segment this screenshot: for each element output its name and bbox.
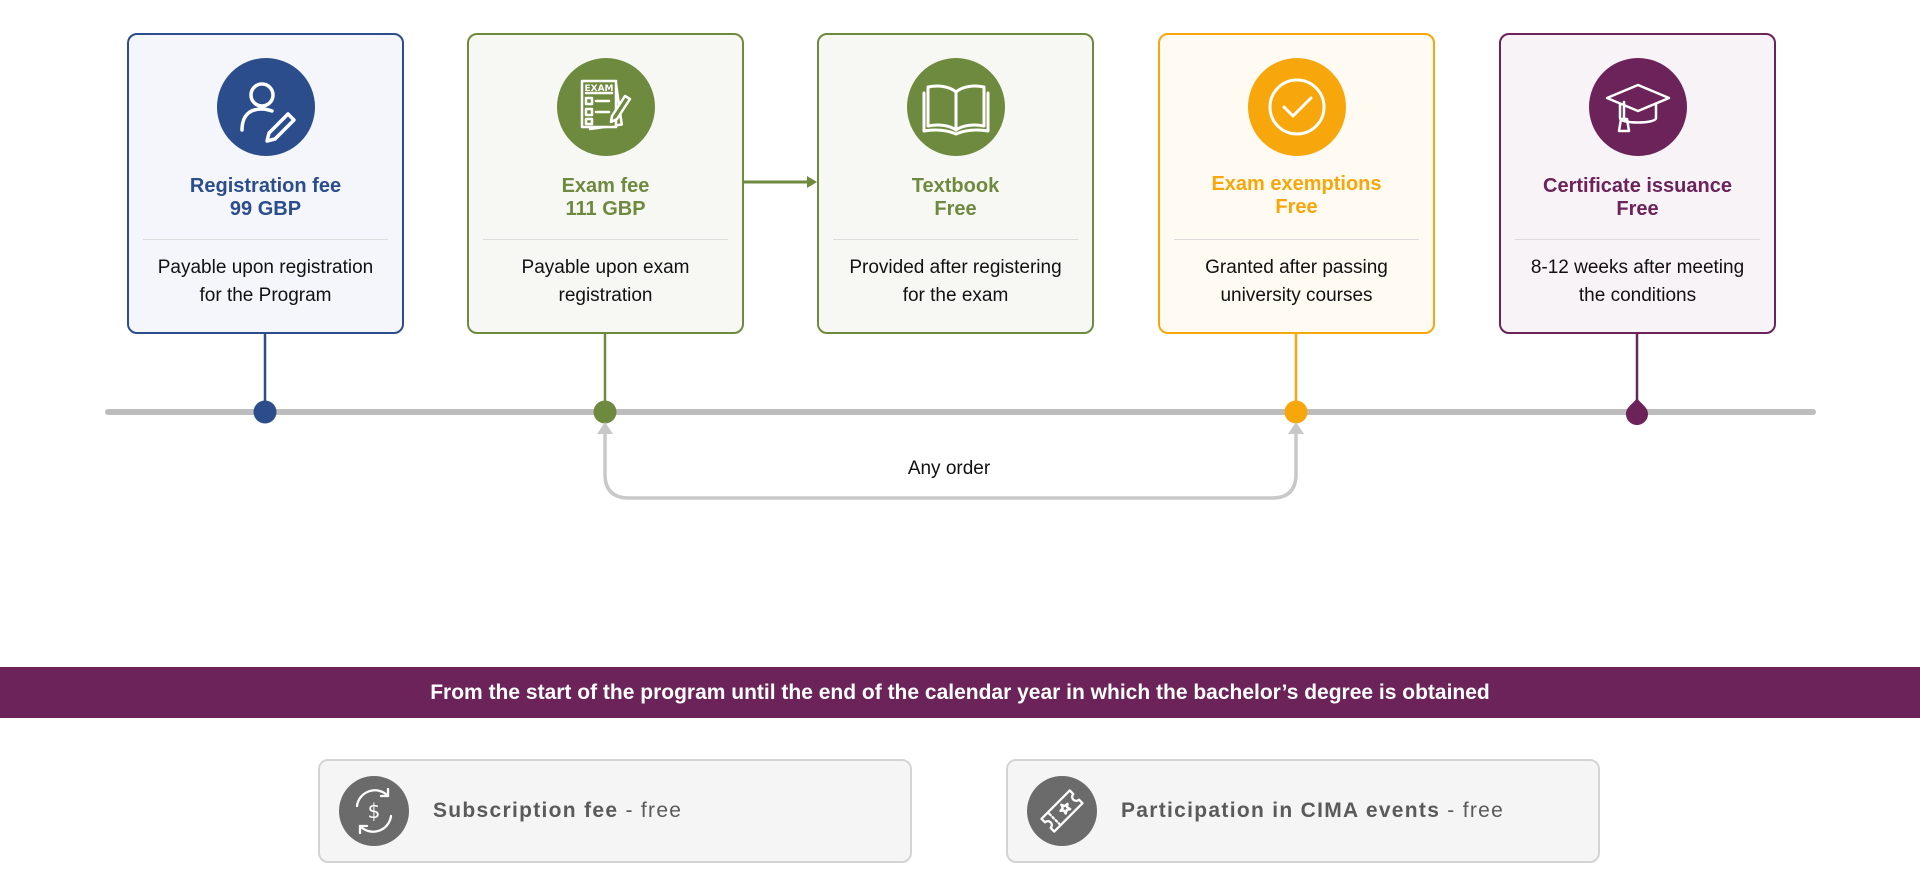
timeline-dot-exam-fee bbox=[593, 400, 617, 424]
card-divider bbox=[1174, 239, 1419, 240]
any-order-arrowhead-left bbox=[597, 422, 613, 434]
card-description: Payable upon registration for the Progra… bbox=[139, 254, 392, 310]
card-title: Registration fee 99 GBP bbox=[129, 175, 402, 221]
step-card-registration-fee: Registration fee 99 GBP Payable upon reg… bbox=[127, 33, 404, 334]
feature-cima-events: Participation in CIMA events - free bbox=[1006, 759, 1600, 863]
item-price: Free bbox=[1275, 196, 1318, 218]
card-title: Certificate issuance Free bbox=[1501, 175, 1774, 221]
program-duration-banner: From the start of the program until the … bbox=[0, 667, 1920, 718]
exam-to-textbook-arrowhead bbox=[807, 176, 817, 188]
item-price: Free bbox=[1616, 198, 1659, 220]
exam-paper-icon: EXAM bbox=[556, 58, 655, 156]
item-price: Free bbox=[934, 198, 977, 220]
fee-name: Registration fee bbox=[189, 175, 342, 197]
fee-amount: 111 GBP bbox=[565, 198, 646, 220]
card-divider bbox=[483, 239, 728, 240]
card-description: Granted after passing university courses bbox=[1170, 254, 1423, 310]
timeline-dot-exemptions bbox=[1284, 400, 1308, 424]
feature-label: Subscription fee bbox=[433, 799, 619, 822]
card-description: Provided after registering for the exam bbox=[829, 254, 1082, 310]
step-card-exam-fee: EXAM Exam fee 111 GBP Payable upon exam … bbox=[467, 33, 744, 334]
card-title: Exam fee 111 GBP bbox=[469, 175, 742, 221]
step-card-exam-exemptions: Exam exemptions Free Granted after passi… bbox=[1158, 33, 1435, 334]
graduation-cap-icon bbox=[1588, 58, 1687, 156]
feature-text: Subscription fee - free bbox=[433, 799, 682, 823]
fee-name: Exam fee bbox=[561, 175, 650, 197]
fee-amount: 99 GBP bbox=[229, 198, 302, 220]
timeline-dot-certificate bbox=[1626, 398, 1648, 425]
user-edit-icon bbox=[216, 58, 315, 156]
item-name: Exam exemptions bbox=[1211, 173, 1382, 195]
description-line: registration bbox=[558, 285, 653, 306]
description-line: Payable upon registration bbox=[157, 257, 374, 278]
feature-text: Participation in CIMA events - free bbox=[1121, 799, 1504, 823]
card-title: Exam exemptions Free bbox=[1160, 173, 1433, 219]
timeline-dot-registration bbox=[253, 400, 277, 424]
description-line: for the exam bbox=[902, 285, 1009, 306]
card-divider bbox=[143, 239, 388, 240]
feature-label: Participation in CIMA events bbox=[1121, 799, 1441, 822]
item-name: Textbook bbox=[911, 175, 1000, 197]
card-divider bbox=[833, 239, 1078, 240]
description-line: for the Program bbox=[199, 285, 332, 306]
step-card-certificate-issuance: Certificate issuance Free 8-12 weeks aft… bbox=[1499, 33, 1776, 334]
feature-suffix: - free bbox=[1440, 799, 1505, 822]
description-line: Payable upon exam bbox=[521, 257, 690, 278]
description-line: the conditions bbox=[1578, 285, 1697, 306]
feature-suffix: - free bbox=[618, 799, 683, 822]
open-book-icon bbox=[906, 58, 1005, 156]
feature-subscription-fee: $ Subscription fee - free bbox=[318, 759, 912, 863]
step-card-textbook: Textbook Free Provided after registering… bbox=[817, 33, 1094, 334]
any-order-label: Any order bbox=[907, 458, 991, 479]
description-line: Granted after passing bbox=[1205, 257, 1388, 278]
card-description: Payable upon exam registration bbox=[479, 254, 732, 310]
ticket-icon bbox=[1027, 776, 1097, 846]
card-description: 8-12 weeks after meeting the conditions bbox=[1511, 254, 1764, 310]
svg-text:EXAM: EXAM bbox=[584, 84, 613, 94]
card-divider bbox=[1515, 239, 1760, 240]
any-order-connector bbox=[603, 432, 1298, 500]
description-line: university courses bbox=[1220, 285, 1373, 306]
checkmark-icon bbox=[1247, 58, 1346, 156]
description-line: 8-12 weeks after meeting bbox=[1530, 257, 1745, 278]
item-name: Certificate issuance bbox=[1543, 175, 1732, 197]
description-line: Provided after registering bbox=[849, 257, 1062, 278]
svg-text:$: $ bbox=[368, 799, 381, 823]
card-title: Textbook Free bbox=[819, 175, 1092, 221]
dollar-refresh-icon: $ bbox=[339, 776, 409, 846]
any-order-arrowhead-right bbox=[1288, 422, 1304, 434]
